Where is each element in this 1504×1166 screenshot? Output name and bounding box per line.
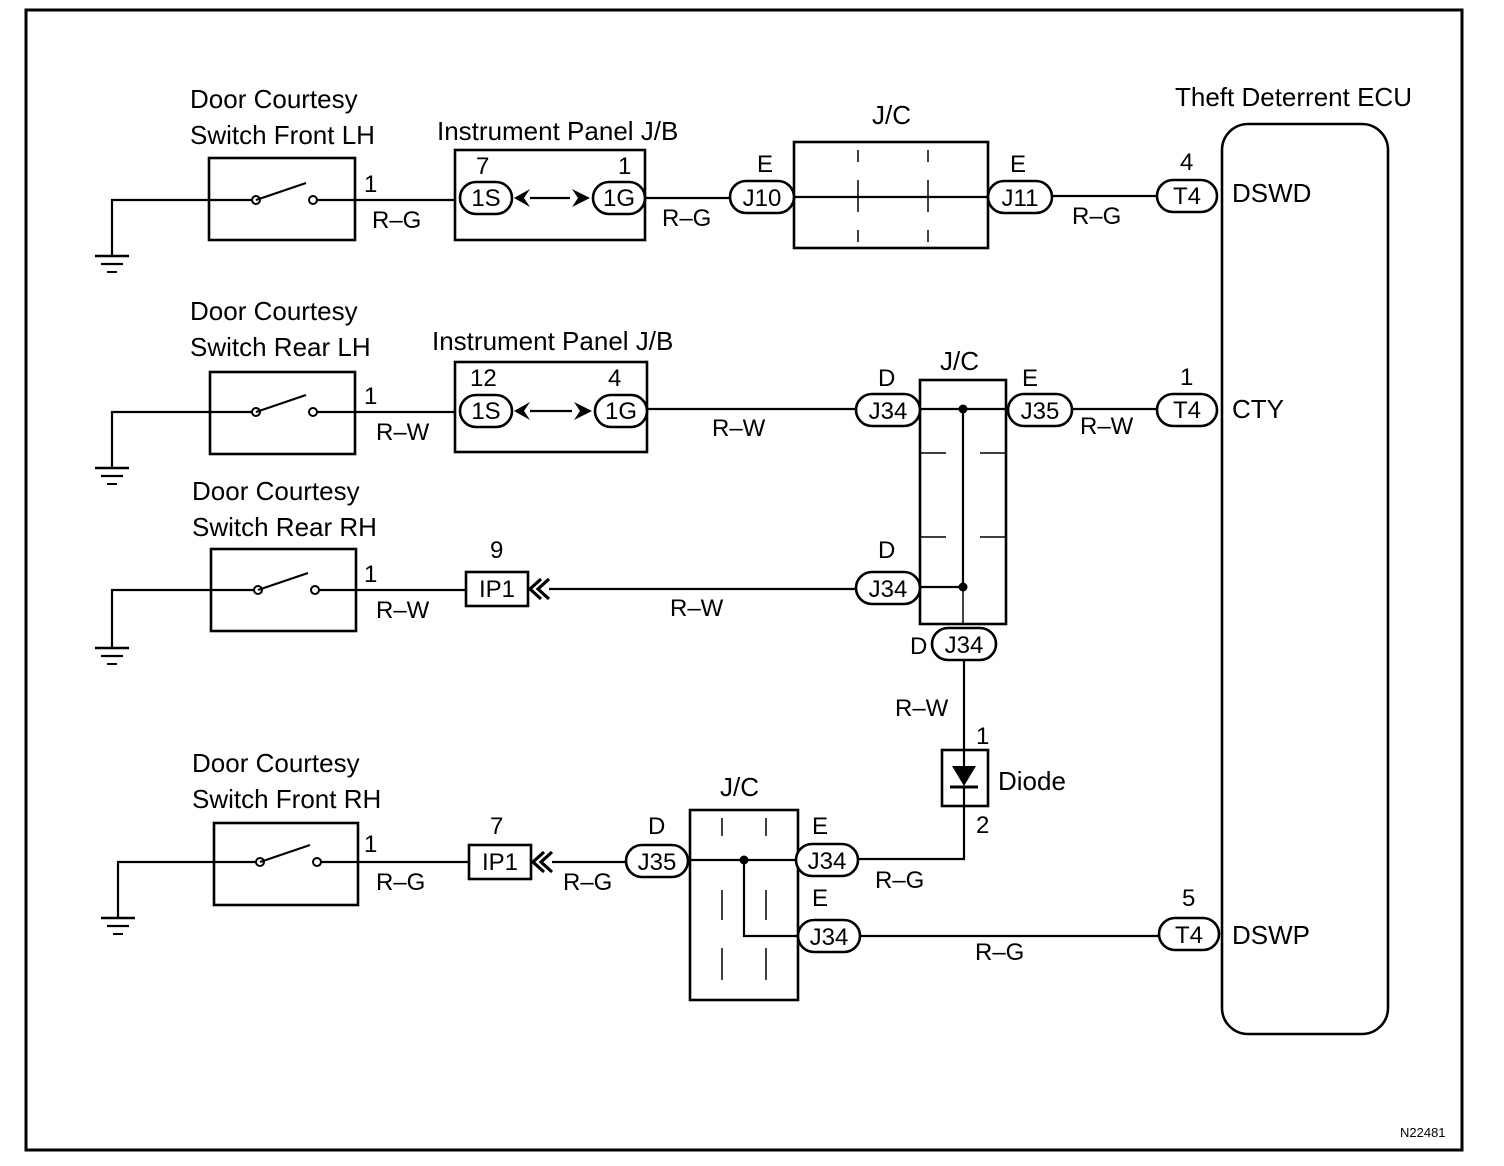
terminal-dswd: DSWD bbox=[1232, 178, 1311, 208]
switch-front-rh-label-2: Switch Front RH bbox=[192, 784, 381, 814]
jc-bottom-out2-letter: E bbox=[812, 885, 828, 912]
ip-jb-2: Instrument Panel J/B 12 4 1S 1G R–W bbox=[432, 326, 856, 454]
switch-rear-lh-label-1: Door Courtesy bbox=[190, 296, 358, 326]
diagram-frame bbox=[24, 8, 1464, 1152]
wire-jc-bottom-out1: R–G bbox=[875, 867, 924, 894]
jc-mid-title: J/C bbox=[940, 346, 979, 376]
switch-rear-rh-pin: 1 bbox=[364, 561, 377, 588]
ip-jb-2-conn-left: 1S bbox=[471, 398, 500, 425]
jc-bottom-out1-conn: J34 bbox=[808, 848, 847, 875]
ecu-pin-dswp: 5 bbox=[1182, 885, 1195, 912]
ecu-connector-dswp: 5 T4 bbox=[1157, 885, 1221, 952]
switch-rear-lh-label-2: Switch Rear LH bbox=[190, 332, 371, 362]
jc-mid-bottom-letter: D bbox=[910, 633, 927, 660]
diode-pin-top: 1 bbox=[976, 723, 989, 750]
terminal-dswp: DSWP bbox=[1232, 920, 1310, 950]
jc-bottom-in-letter: D bbox=[648, 813, 665, 840]
diode-label: Diode bbox=[998, 766, 1066, 796]
switch-rear-lh-pin: 1 bbox=[364, 383, 377, 410]
switch-rear-rh-label-1: Door Courtesy bbox=[192, 476, 360, 506]
wire-rear-rh-out: R–W bbox=[376, 597, 430, 624]
jc-bottom-out1-letter: E bbox=[812, 813, 828, 840]
switch-front-lh-pin: 1 bbox=[364, 171, 377, 198]
wire-jb2-out: R–W bbox=[712, 415, 766, 442]
jc-mid-in2-letter: D bbox=[878, 537, 895, 564]
ip1-9-pin: 9 bbox=[490, 537, 503, 564]
figure-code: N22481 bbox=[1400, 1125, 1446, 1140]
ip-jb-2-pin-right: 4 bbox=[608, 365, 621, 392]
ip-jb-1-title: Instrument Panel J/B bbox=[437, 116, 678, 146]
wire-front-lh-out: R–G bbox=[372, 207, 421, 234]
ecu-conn-dswd: T4 bbox=[1173, 183, 1201, 210]
ecu-title: Theft Deterrent ECU bbox=[1175, 82, 1412, 112]
jc-mid-in2-conn: J34 bbox=[869, 576, 908, 603]
ip-jb-1-pin-right: 1 bbox=[618, 153, 631, 180]
terminal-cty: CTY bbox=[1232, 394, 1284, 424]
jc-top-title: J/C bbox=[872, 100, 911, 130]
jc-bottom-title: J/C bbox=[720, 772, 759, 802]
theft-deterrent-ecu: Theft Deterrent ECU DSWD CTY DSWP bbox=[1175, 82, 1412, 1036]
jc-top-left-letter: E bbox=[757, 151, 773, 178]
wire-jb1-out: R–G bbox=[662, 205, 711, 232]
jc-mid-in1-letter: D bbox=[878, 365, 895, 392]
ip-jb-2-conn-right: 1G bbox=[605, 398, 637, 425]
ip-jb-2-title: Instrument Panel J/B bbox=[432, 326, 673, 356]
ip-jb-1-conn-left: 1S bbox=[471, 185, 500, 212]
jc-mid-out-conn: J35 bbox=[1021, 398, 1060, 425]
ip-jb-1-pin-left: 7 bbox=[476, 153, 489, 180]
jc-mid-out-letter: E bbox=[1022, 365, 1038, 392]
switch-front-lh: Door Courtesy Switch Front LH 1 R–G bbox=[93, 84, 460, 274]
switch-front-lh-label-1: Door Courtesy bbox=[190, 84, 358, 114]
jc-top-left-conn: J10 bbox=[743, 185, 782, 212]
switch-front-rh-pin: 1 bbox=[364, 831, 377, 858]
ecu-connector-cty: 1 T4 bbox=[1155, 364, 1219, 428]
jc-mid: J/C D J34 E J35 R–W D J34 D J34 R–W bbox=[854, 346, 1157, 750]
wire-front-rh-out: R–G bbox=[376, 869, 425, 896]
ip1-connector-9: 9 IP1 R–W bbox=[464, 537, 856, 622]
wire-ip1-9-out: R–W bbox=[670, 595, 724, 622]
jc-mid-in1-conn: J34 bbox=[869, 398, 908, 425]
ip-jb-2-pin-left: 12 bbox=[470, 365, 497, 392]
switch-front-lh-label-2: Switch Front LH bbox=[190, 120, 375, 150]
ecu-conn-dswp: T4 bbox=[1175, 922, 1203, 949]
switch-front-rh: Door Courtesy Switch Front RH 1 R–G bbox=[99, 748, 469, 936]
wire-ip1-7-out: R–G bbox=[563, 869, 612, 896]
ecu-pin-dswd: 4 bbox=[1180, 149, 1193, 176]
wire-jc-top-out: R–G bbox=[1072, 203, 1121, 230]
wire-jc-mid-out: R–W bbox=[1080, 413, 1134, 440]
ip-jb-1-conn-right: 1G bbox=[603, 185, 635, 212]
diode: 1 Diode 2 bbox=[858, 723, 1066, 861]
jc-top: J/C E J10 E J11 R–G bbox=[728, 100, 1157, 250]
diode-pin-bottom: 2 bbox=[976, 812, 989, 839]
switch-rear-rh: Door Courtesy Switch Rear RH 1 R–W bbox=[93, 476, 466, 666]
ip1-7-pin: 7 bbox=[490, 813, 503, 840]
wire-jc-mid-down: R–W bbox=[895, 695, 949, 722]
ip1-connector-7: 7 IP1 R–G bbox=[467, 813, 626, 896]
switch-front-rh-label-1: Door Courtesy bbox=[192, 748, 360, 778]
jc-top-right-letter: E bbox=[1010, 151, 1026, 178]
jc-bottom-out2-conn: J34 bbox=[810, 924, 849, 951]
ecu-conn-cty: T4 bbox=[1173, 397, 1201, 424]
jc-bottom: J/C D J35 E J34 R–G E J34 R–G bbox=[624, 772, 1159, 1002]
jc-bottom-in-conn: J35 bbox=[638, 849, 677, 876]
switch-rear-rh-label-2: Switch Rear RH bbox=[192, 512, 377, 542]
ecu-pin-cty: 1 bbox=[1180, 364, 1193, 391]
jc-mid-bottom-conn: J34 bbox=[945, 632, 984, 659]
ecu-connector-dswd: 4 T4 bbox=[1155, 149, 1219, 214]
wire-jc-bottom-out2: R–G bbox=[975, 939, 1024, 966]
ip1-9-conn: IP1 bbox=[479, 576, 515, 603]
ip1-7-conn: IP1 bbox=[482, 849, 518, 876]
switch-rear-lh: Door Courtesy Switch Rear LH 1 R–W bbox=[93, 296, 460, 486]
ip-jb-1: Instrument Panel J/B 7 1 1S 1G R–G bbox=[437, 116, 730, 242]
wire-rear-lh-out: R–W bbox=[376, 419, 430, 446]
jc-top-right-conn: J11 bbox=[1002, 185, 1039, 212]
